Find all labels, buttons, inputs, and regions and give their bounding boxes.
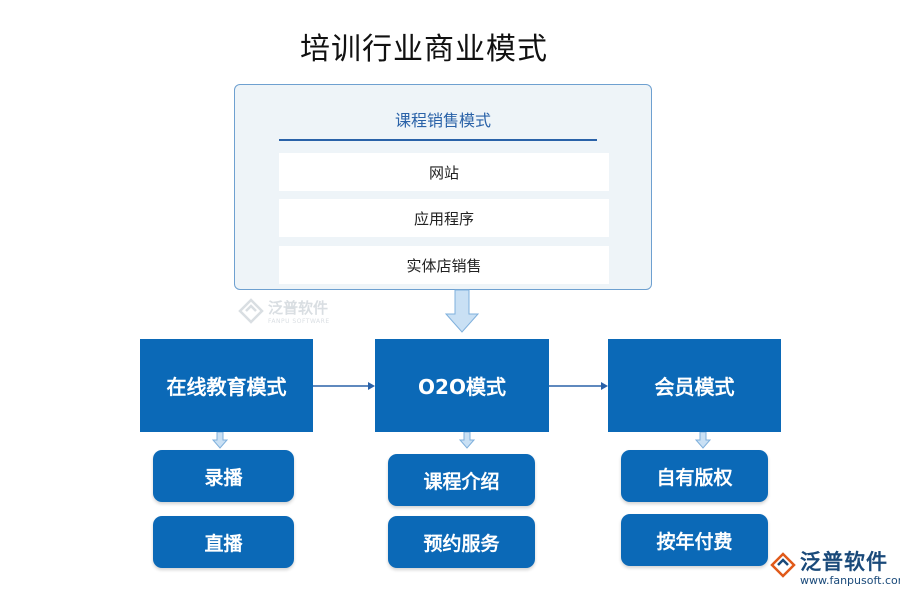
small-down-arrow-icon	[458, 431, 476, 449]
mode-o2o: O2O模式	[375, 339, 549, 432]
arrowhead-icon	[368, 382, 375, 390]
down-arrow-icon	[444, 289, 480, 333]
footer-url: www.fanpusoft.com	[800, 574, 900, 587]
arrowhead-icon	[601, 382, 608, 390]
panel-heading: 课程销售模式	[394, 111, 491, 130]
course-sales-panel: 课程销售模式 网站 应用程序 实体店销售	[234, 84, 652, 290]
watermark-sub: FANPU SOFTWARE	[268, 318, 330, 325]
sub-live: 直播	[153, 516, 294, 568]
panel-item-store: 实体店销售	[279, 246, 609, 284]
fanpu-logo-icon	[238, 298, 264, 324]
footer-logo: 泛普软件 www.fanpusoft.com	[770, 552, 900, 586]
panel-item-app: 应用程序	[279, 199, 609, 237]
panel-item-website: 网站	[279, 153, 609, 191]
watermark-logo: 泛普软件 FANPU SOFTWARE	[238, 297, 330, 325]
sub-annual-fee: 按年付费	[621, 514, 768, 566]
small-down-arrow-icon	[211, 431, 229, 449]
sub-own-copyright: 自有版权	[621, 450, 768, 502]
sub-course-intro: 课程介绍	[388, 454, 535, 506]
footer-name: 泛普软件	[800, 550, 888, 574]
small-down-arrow-icon	[694, 431, 712, 449]
sub-recorded: 录播	[153, 450, 294, 502]
watermark-name: 泛普软件	[268, 299, 329, 317]
diagram-title: 培训行业商业模式	[300, 32, 548, 67]
mode-online-education: 在线教育模式	[140, 339, 313, 432]
fanpu-logo-icon	[770, 552, 796, 578]
panel-divider	[279, 139, 597, 141]
sub-booking: 预约服务	[388, 516, 535, 568]
mode-membership: 会员模式	[608, 339, 781, 432]
